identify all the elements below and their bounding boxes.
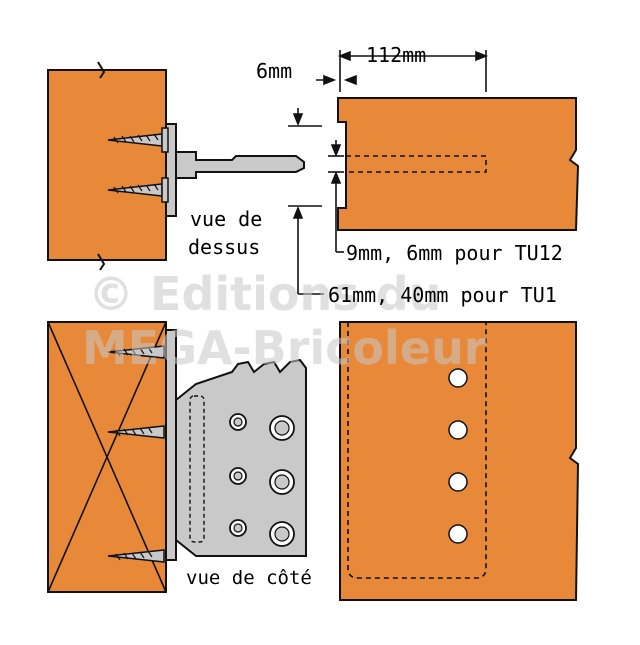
top-left-beam (47, 61, 167, 271)
top-view-label-1: vue de (190, 207, 262, 231)
top-view-label-2: dessus (188, 235, 260, 259)
side-hanger (165, 329, 307, 561)
side-view-label: vue de côté (186, 567, 312, 589)
watermark-line-2: MEGA-Bricoleur (82, 321, 487, 375)
dim-112mm-label: 112mm (366, 43, 426, 67)
dimension-lines-top (288, 50, 489, 295)
hole-icon (229, 413, 295, 547)
top-hanger-plate (165, 123, 305, 217)
screw-icon (107, 425, 165, 439)
top-right-joist (337, 97, 580, 231)
screw-icon (107, 177, 169, 203)
screw-icon (107, 549, 165, 563)
side-right-joist (339, 321, 580, 601)
screw-icon (107, 345, 165, 359)
watermark-line-1: © Editions du (88, 267, 441, 321)
screw-icon (107, 127, 169, 153)
dim-slot-label: 9mm, 6mm pour TU12 (346, 241, 563, 265)
side-left-beam (47, 321, 167, 593)
dim-6mm-label: 6mm (256, 59, 292, 83)
dim-height-label: 61mm, 40mm pour TU1 (328, 283, 557, 307)
